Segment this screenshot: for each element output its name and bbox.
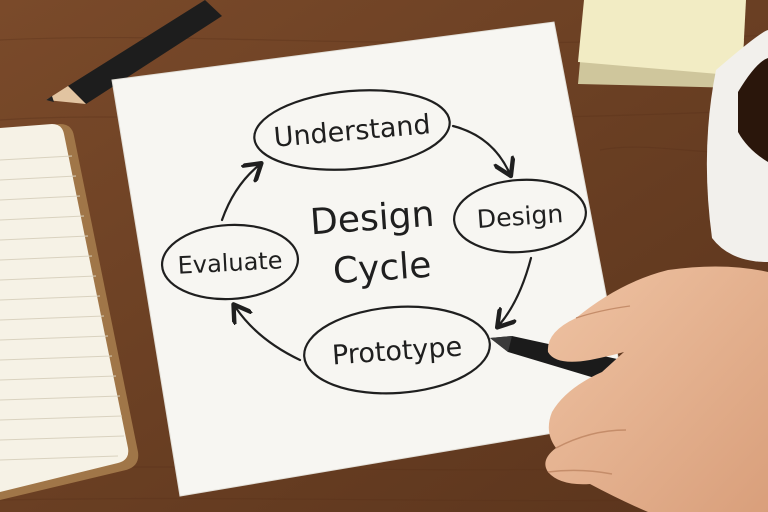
- mug-icon: [706, 30, 768, 262]
- node-evaluate-outline: [160, 223, 300, 301]
- notebook-icon: [0, 124, 139, 500]
- diagram-title-line-2: Cycle: [332, 245, 433, 293]
- node-ellipses: [160, 89, 587, 395]
- node-design-outline: [453, 178, 587, 254]
- pencil-icon: [46, 0, 222, 104]
- node-understand-outline: [253, 89, 451, 171]
- arrow-design-to-prototype: [500, 256, 533, 324]
- arrow-prototype-to-evaluate: [236, 308, 302, 362]
- hand-icon: [545, 266, 768, 512]
- diagram-title-line-1: Design: [309, 194, 436, 244]
- node-label-design: Design: [476, 199, 564, 234]
- cycle-arrows: [220, 124, 533, 362]
- node-prototype-outline: [303, 305, 491, 395]
- arrow-evaluate-to-understand: [220, 166, 258, 222]
- sticky-note-icon: [578, 0, 746, 88]
- arrow-understand-to-design: [451, 124, 509, 172]
- node-label-evaluate: Evaluate: [177, 246, 283, 279]
